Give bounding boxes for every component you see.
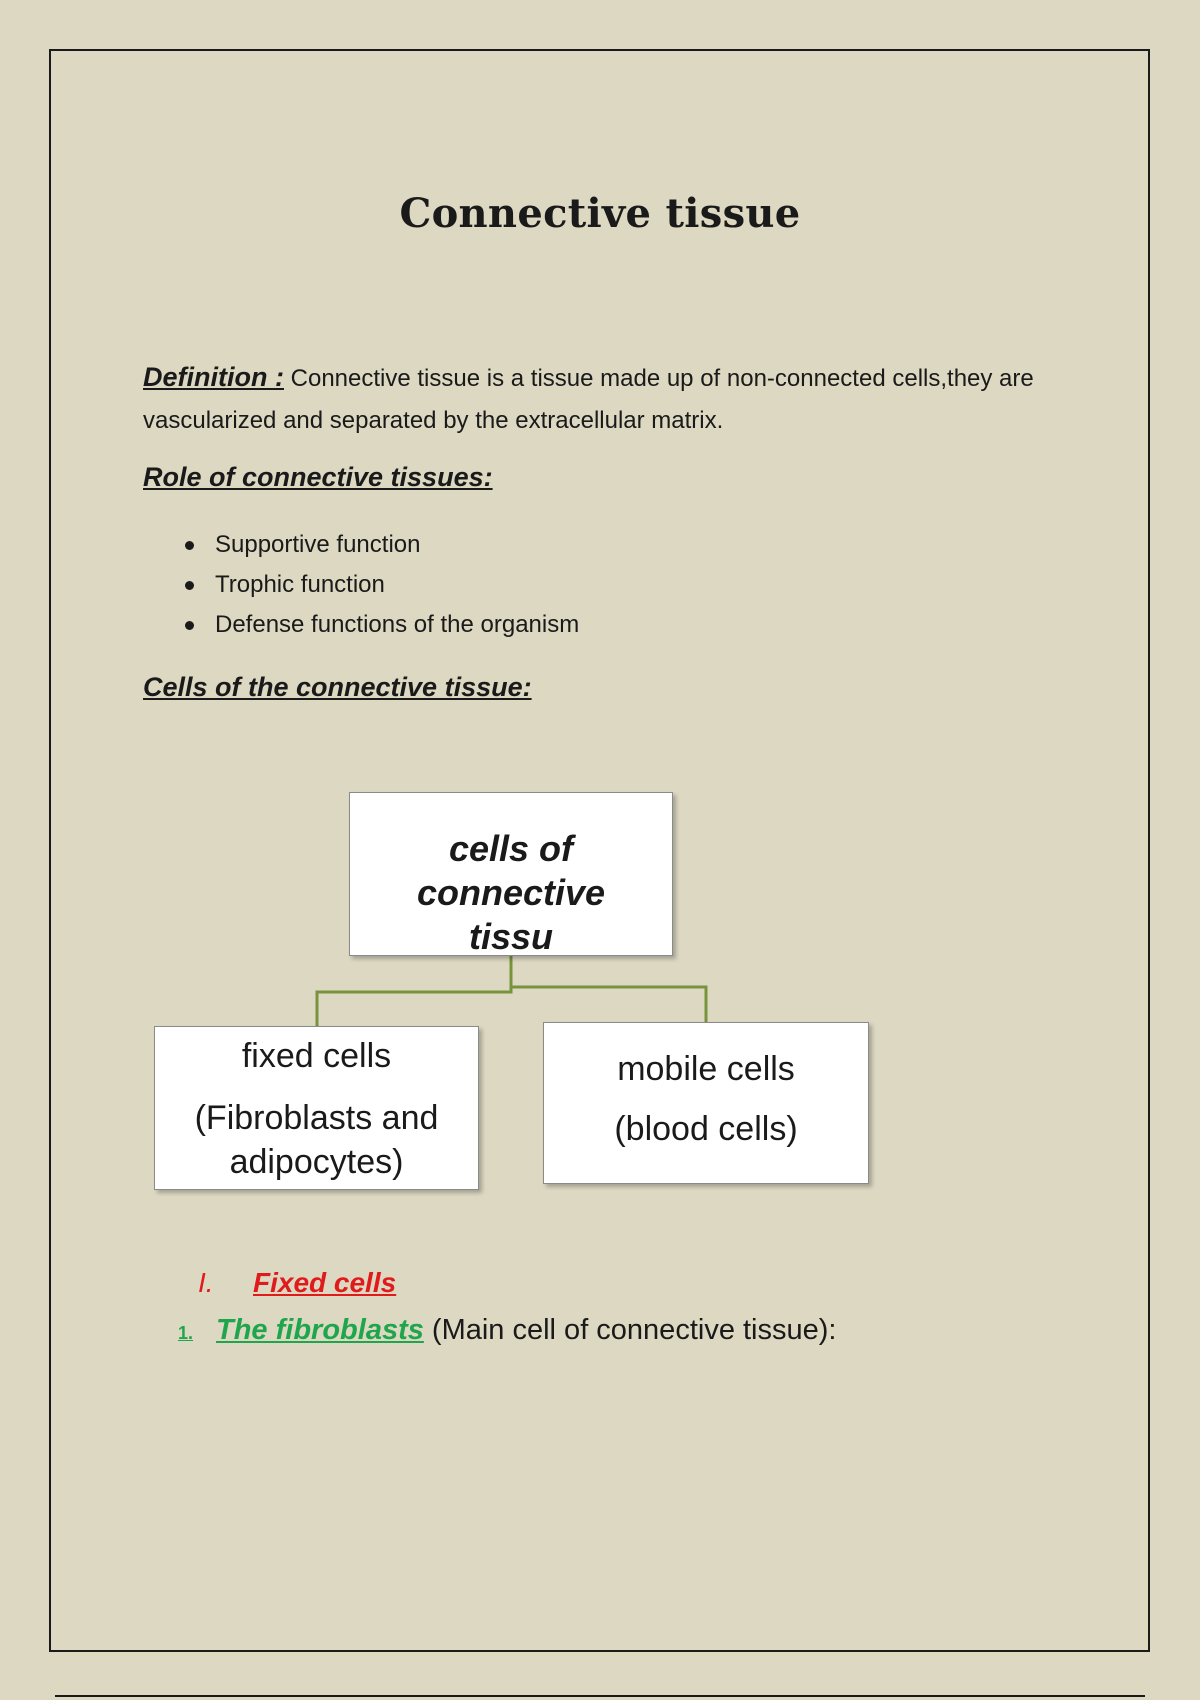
list-item: Supportive function [184, 528, 579, 568]
section-heading: I. Fixed cells [198, 1267, 396, 1299]
subsection-number: 1. [178, 1323, 194, 1343]
diagram-fixed-cells-box: fixed cells (Fibroblasts and adipocytes) [154, 1026, 479, 1190]
roles-list: Supportive function Trophic function Def… [184, 528, 579, 648]
page-border [49, 49, 1150, 1652]
bottom-rule [55, 1695, 1145, 1697]
definition-paragraph: Definition : Connective tissue is a tiss… [143, 356, 1083, 442]
list-item: Trophic function [184, 568, 579, 608]
section-label: Fixed cells [253, 1267, 397, 1298]
definition-text: Connective tissue is a tissue made up of… [143, 365, 1034, 434]
subsection-label: The fibroblasts [216, 1314, 424, 1346]
mobile-box-line2: (blood cells) [614, 1110, 798, 1148]
fixed-box-line2: (Fibroblasts and [194, 1099, 439, 1137]
diagram-mobile-cells-box: mobile cells (blood cells) [543, 1022, 869, 1184]
cells-heading: Cells of the connective tissue: [143, 672, 532, 702]
roles-heading: Role of connective tissues: [143, 462, 493, 492]
fixed-box-line1: fixed cells [241, 1037, 392, 1075]
root-box-line2: tissu [468, 916, 554, 957]
root-box-line1: cells of connective [416, 828, 606, 913]
section-number: I. [198, 1267, 214, 1298]
definition-label: Definition : [143, 362, 284, 392]
subsection-rest: (Main cell of connective tissue): [423, 1314, 837, 1346]
list-item: Defense functions of the organism [184, 608, 579, 648]
document-title: Connective tissue [399, 190, 801, 237]
diagram-root-box: cells of connective tissu [349, 792, 673, 957]
subsection-heading: 1. The fibroblasts (Main cell of connecti… [178, 1314, 836, 1347]
fixed-box-line3: adipocytes) [229, 1143, 404, 1181]
mobile-box-line1: mobile cells [617, 1050, 795, 1088]
